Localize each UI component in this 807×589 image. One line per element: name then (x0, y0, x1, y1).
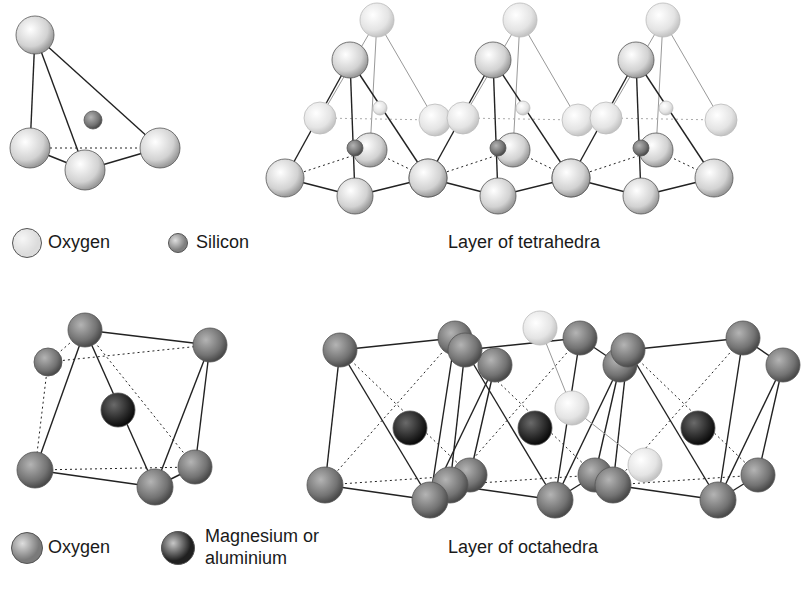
atom-sphere (480, 178, 516, 214)
bond-line (85, 330, 195, 467)
bond-line (340, 350, 470, 475)
bond-line (85, 330, 210, 345)
bond-line (320, 118, 435, 120)
bond-line (718, 365, 783, 500)
atom-sphere (337, 178, 373, 214)
bond-line (350, 60, 428, 178)
legend-swatch (161, 531, 195, 565)
atom-sphere (695, 159, 733, 197)
atom-sphere (595, 467, 631, 503)
bond-line (513, 20, 520, 150)
legend-swatch (11, 532, 43, 564)
atom-sphere (332, 42, 368, 78)
atom-sphere (16, 16, 54, 54)
atom-sphere (628, 448, 662, 482)
atom-sphere (193, 328, 227, 362)
atom-sphere (633, 140, 649, 156)
atom-sphere (475, 42, 511, 78)
bond-line (35, 330, 85, 470)
bond-line (656, 20, 663, 150)
atom-sphere (323, 333, 357, 367)
layer-label: Layer of octahedra (448, 537, 598, 559)
bond-line (606, 118, 721, 120)
atom-sphere (623, 178, 659, 214)
atom-sphere (741, 458, 775, 492)
bond-line (628, 350, 718, 500)
atom-sphere (448, 333, 482, 367)
bond-line (340, 350, 430, 500)
atom-sphere (518, 411, 552, 445)
atom-sphere (10, 128, 50, 168)
bond-line (636, 60, 641, 196)
atom-sphere (726, 321, 760, 355)
bond-line (350, 60, 355, 196)
atom-sphere (419, 104, 451, 136)
atom-sphere (552, 159, 590, 197)
bond-line (35, 35, 160, 148)
atom-sphere (562, 104, 594, 136)
atom-sphere (537, 482, 573, 518)
bond-line (636, 60, 714, 178)
atom-sphere (766, 348, 800, 382)
atom-sphere (307, 467, 343, 503)
atom-sphere (178, 450, 212, 484)
atom-sphere (611, 333, 645, 367)
atom-sphere (552, 159, 590, 197)
atom-sphere (68, 313, 102, 347)
atom-sphere (523, 311, 557, 345)
atom-sphere (304, 102, 336, 134)
bond-line (463, 118, 578, 120)
legend-text: Oxygen (48, 232, 110, 254)
atom-sphere (590, 102, 622, 134)
bond-line (493, 60, 571, 178)
atom-sphere (681, 411, 715, 445)
bond-line (370, 20, 377, 150)
legend-text: Magnesium or aluminium (205, 526, 325, 569)
atom-sphere (266, 159, 304, 197)
atom-sphere (347, 140, 363, 156)
atom-sphere (101, 393, 135, 427)
atom-sphere (412, 482, 448, 518)
atom-sphere (555, 391, 589, 425)
layer-label: Layer of tetrahedra (448, 232, 600, 254)
atom-sphere (409, 159, 447, 197)
atom-sphere (478, 348, 512, 382)
bond-line (285, 60, 350, 178)
atom-sphere (393, 411, 427, 445)
atom-sphere (646, 3, 680, 37)
atom-sphere (490, 140, 506, 156)
atom-sphere (516, 101, 530, 115)
atom-sphere (659, 101, 673, 115)
atom-sphere (705, 104, 737, 136)
atom-sphere (137, 469, 173, 505)
atom-sphere (700, 482, 736, 518)
atom-sphere (563, 321, 597, 355)
bond-line (85, 330, 155, 487)
legend-text: Oxygen (48, 537, 110, 559)
bond-line (48, 345, 210, 362)
atom-sphere (84, 111, 102, 129)
bond-line (325, 350, 340, 485)
atom-sphere (409, 159, 447, 197)
atom-sphere (34, 348, 62, 376)
atom-sphere (17, 452, 53, 488)
bond-line (493, 60, 498, 196)
atom-sphere (65, 150, 105, 190)
legend-text: Silicon (196, 232, 249, 254)
atom-sphere (140, 128, 180, 168)
legend-swatch (168, 233, 188, 253)
atom-sphere (373, 101, 387, 115)
atom-sphere (447, 102, 479, 134)
legend-swatch (12, 228, 42, 258)
atom-sphere (503, 3, 537, 37)
atom-sphere (618, 42, 654, 78)
bond-line (718, 338, 743, 500)
atom-sphere (360, 3, 394, 37)
bond-line (35, 467, 195, 470)
